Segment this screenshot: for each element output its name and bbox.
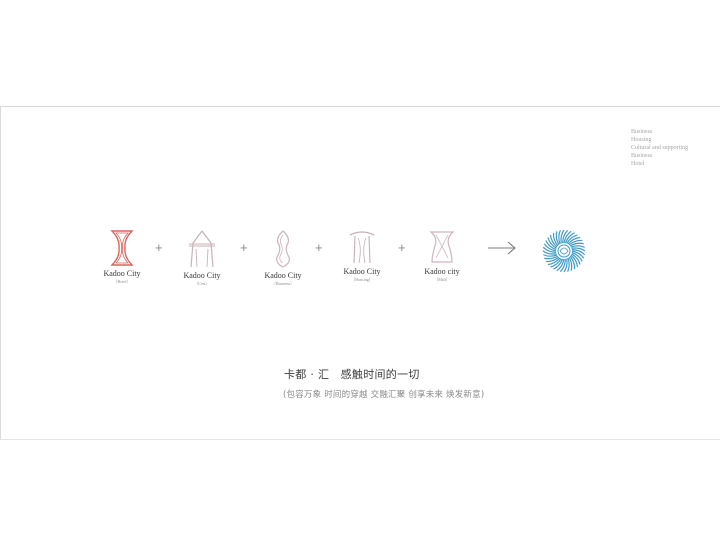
- brand-name: Kadoo City: [183, 271, 221, 280]
- emblem-ray: [570, 254, 579, 268]
- emblem-ray: [571, 249, 586, 256]
- emblem-ray: [562, 229, 569, 244]
- emblem-ray: [544, 255, 559, 260]
- emblem-ray: [545, 256, 560, 263]
- brand-hotel: Kadoo City （Hotel）: [87, 229, 157, 285]
- legend-item: Cultural and supporting: [631, 145, 688, 151]
- hotel-logo-icon: [110, 230, 134, 266]
- business-logo-icon: [276, 230, 290, 268]
- emblem-ray: [569, 242, 584, 247]
- emblem-ray: [571, 247, 586, 252]
- emblem-ray: [547, 237, 557, 249]
- emblem-ray: [556, 258, 565, 272]
- emblem-ray: [567, 236, 581, 245]
- content-panel: [0, 106, 720, 440]
- category-legend: Business Housing Cultural and supporting…: [631, 128, 688, 168]
- brand-business: Kadoo City （Business）: [248, 229, 318, 287]
- brand-category: （Mall）: [434, 277, 450, 282]
- emblem-ray: [552, 232, 559, 247]
- brand-name: Kadoo City: [103, 269, 141, 278]
- emblem-ray: [543, 254, 558, 257]
- emblem-ray: [570, 245, 585, 248]
- emblem-ray: [560, 229, 565, 244]
- mall-logo-icon: [429, 231, 455, 263]
- sub-slogan: (包容万象 时间的穿越 交融汇聚 创享未来 焕发新意): [283, 390, 485, 400]
- brand-name: Kadoo city: [424, 267, 460, 276]
- arrow-right-icon: [488, 241, 516, 255]
- emblem-ray: [549, 234, 558, 248]
- housing-logo-icon: [349, 231, 375, 264]
- brand-mall: Kadoo city （Mall）: [407, 229, 477, 283]
- plus-sign: +: [315, 240, 323, 255]
- emblem-ray: [550, 258, 562, 268]
- emblem-ray: [559, 258, 566, 273]
- cest-logo-icon: [189, 230, 215, 268]
- emblem-ray: [571, 251, 583, 262]
- plus-sign: +: [240, 240, 248, 255]
- emblem-ray: [542, 246, 557, 253]
- emblem-ray: [553, 258, 564, 270]
- emblem-ray: [567, 257, 570, 272]
- emblem-ray: [566, 234, 578, 244]
- legend-item: Housing: [631, 137, 652, 143]
- emblem-ray: [571, 250, 585, 259]
- brand-category: （Cest）: [194, 281, 210, 286]
- plus-sign: +: [398, 240, 406, 255]
- brand-cest: Kadoo City （Cest）: [167, 229, 237, 287]
- emblem-ray: [569, 255, 576, 270]
- legend-item: Hotel: [631, 161, 645, 167]
- emblem-ray: [545, 240, 557, 251]
- brand-category: （Hotel）: [113, 279, 131, 284]
- emblem-ray: [543, 243, 557, 252]
- main-slogan: 卡都 · 汇 感触时间的一切: [284, 368, 420, 381]
- legend-item: Business: [631, 129, 653, 135]
- brand-housing: Kadoo City （Housing）: [327, 229, 397, 283]
- emblem-ray: [547, 257, 561, 266]
- brand-category: （Housing）: [351, 277, 373, 282]
- emblem-ray: [555, 231, 560, 246]
- combined-emblem-icon: [542, 229, 586, 273]
- emblem-ray: [563, 258, 568, 273]
- brand-category: （Business）: [271, 281, 295, 286]
- emblem-ray: [542, 250, 557, 255]
- emblem-ray: [558, 230, 561, 245]
- brand-name: Kadoo City: [264, 271, 302, 280]
- brand-name: Kadoo City: [343, 267, 381, 276]
- emblem-ray: [568, 239, 583, 246]
- emblem-ray: [568, 256, 573, 271]
- legend-item: Business: [631, 153, 653, 159]
- emblem-ray: [563, 230, 572, 244]
- emblem-ray: [571, 253, 581, 265]
- emblem-ray: [564, 232, 575, 244]
- plus-sign: +: [155, 240, 163, 255]
